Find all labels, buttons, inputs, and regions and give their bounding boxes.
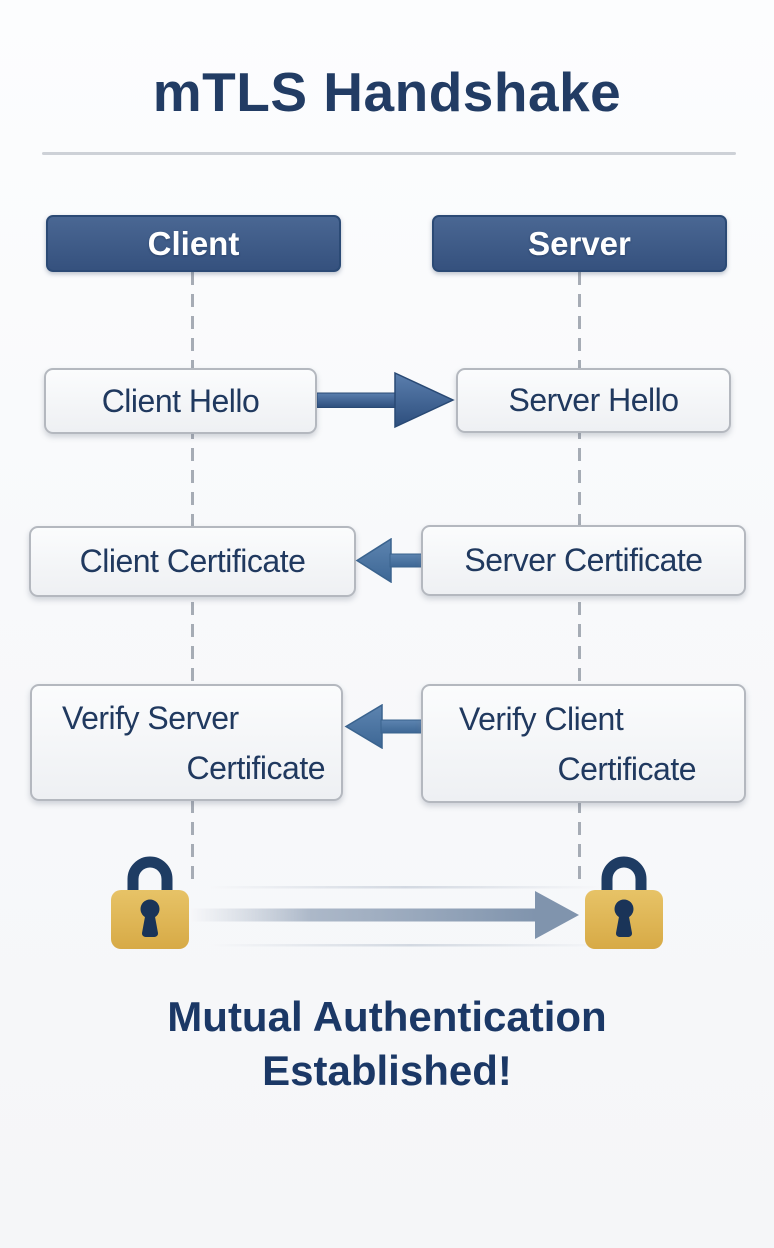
- server-lock-icon: [585, 856, 663, 949]
- arrow-verify-client-to-verify-server: [344, 704, 424, 749]
- message-box-verify-server-certificate: Verify Server Certificate: [30, 684, 343, 801]
- message-box-verify-client-certificate: Verify Client Certificate: [421, 684, 746, 803]
- client-lock-icon: [111, 856, 189, 949]
- verify-server-line1: Verify Server: [62, 699, 239, 736]
- arrow-client-hello-to-server-hello: [317, 371, 455, 429]
- arrow-server-certificate-to-client-certificate: [355, 538, 422, 583]
- title-divider: [42, 152, 736, 155]
- caption-line2: Established!: [262, 1047, 512, 1094]
- verify-server-line2: Certificate: [186, 749, 325, 786]
- mutual-auth-arrow: [190, 886, 610, 947]
- message-box-client-hello: Client Hello: [44, 368, 317, 434]
- actor-box-client: Client: [46, 215, 341, 272]
- diagram-title: mTLS Handshake: [152, 61, 622, 123]
- message-box-server-hello: Server Hello: [456, 368, 731, 433]
- message-box-server-certificate: Server Certificate: [421, 525, 746, 596]
- message-box-client-certificate: Client Certificate: [29, 526, 356, 597]
- mutual-auth-caption: Mutual Authentication Established!: [0, 990, 774, 1098]
- verify-client-line1: Verify Client: [459, 700, 624, 737]
- actor-box-server: Server: [432, 215, 727, 272]
- caption-line1: Mutual Authentication: [167, 993, 607, 1040]
- verify-client-line2: Certificate: [557, 750, 696, 787]
